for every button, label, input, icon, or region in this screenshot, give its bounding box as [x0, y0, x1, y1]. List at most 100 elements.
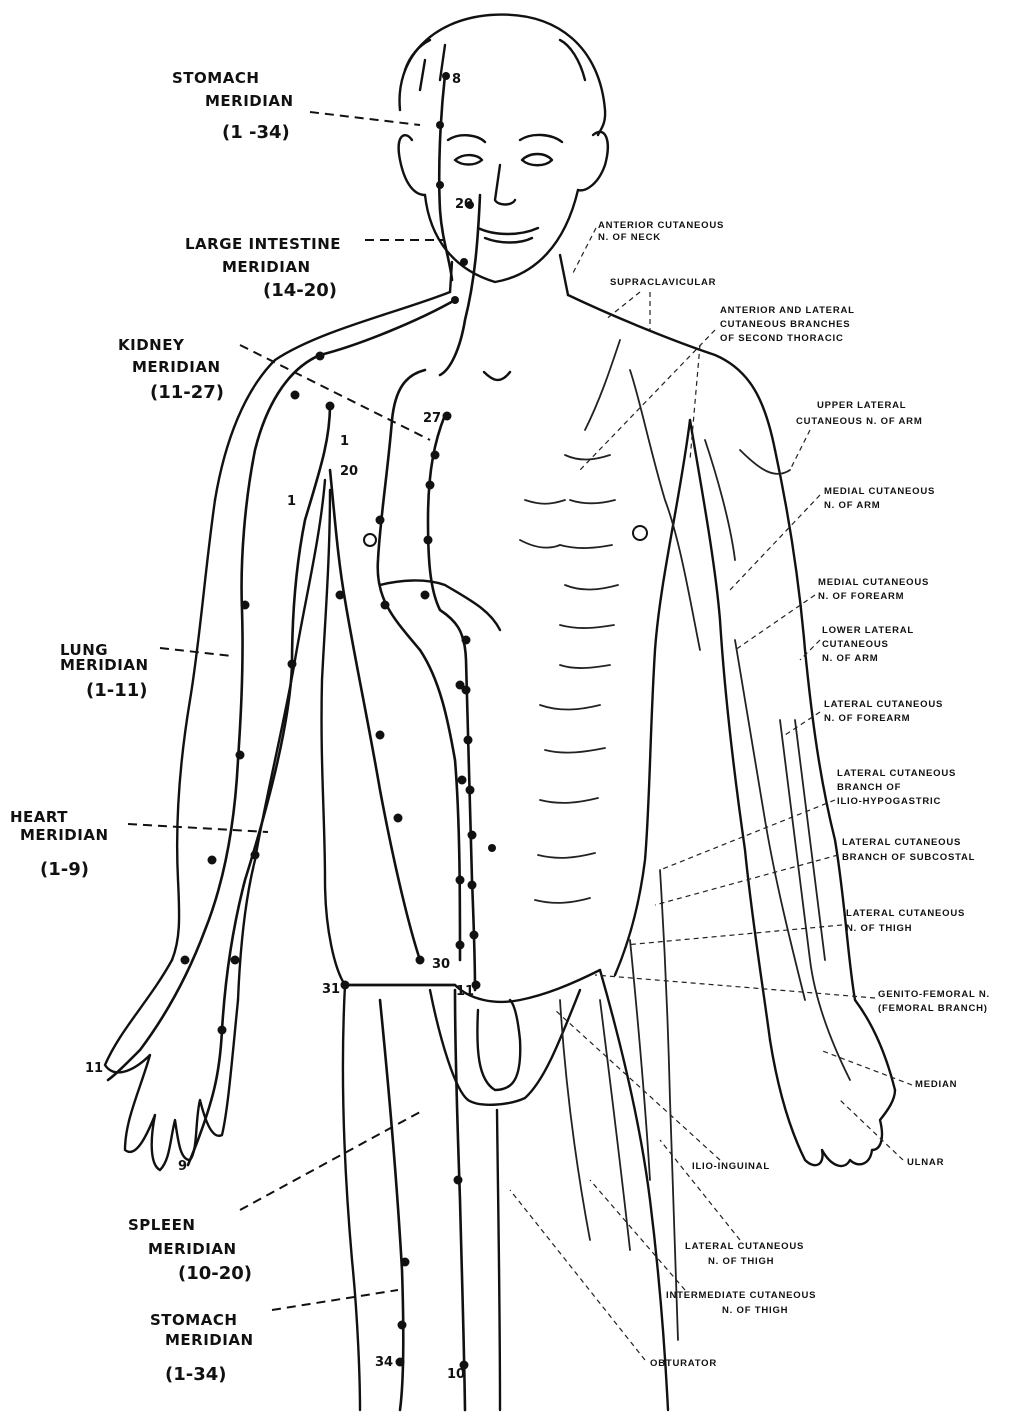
spleen-line1: SPLEEN	[128, 1216, 195, 1234]
ilio-hypogastric-2: BRANCH OF	[837, 782, 901, 793]
point-number-31: 31	[322, 982, 340, 997]
ulnar-1: ULNAR	[907, 1157, 944, 1168]
kidney-line2: MERIDIAN	[132, 358, 221, 376]
subcostal-2: BRANCH OF SUBCOSTAL	[842, 852, 975, 863]
hair-outline	[400, 15, 606, 135]
obturator-1: OBTURATOR	[650, 1358, 717, 1369]
nose	[495, 165, 515, 205]
lat-thigh-lower-leader	[660, 1140, 740, 1240]
large-intestine-range: (14-20)	[263, 280, 337, 301]
medial-forearm-1: MEDIAL CUTANEOUS	[818, 577, 929, 588]
stomach-meridian-top-line2: MERIDIAN	[205, 92, 294, 110]
right-nipple	[633, 526, 647, 540]
medial-arm-2: N. OF ARM	[824, 500, 880, 511]
lower-lat-arm-1: LOWER LATERAL	[822, 625, 914, 636]
body-outline	[105, 15, 895, 1410]
intercostal-nerve-branches	[520, 340, 850, 1340]
lower-lat-arm-3: N. OF ARM	[822, 653, 878, 664]
point-number-11: 11	[456, 984, 474, 999]
lat-thigh-lower-1: LATERAL CUTANEOUS	[685, 1241, 804, 1252]
medial-arm-1: MEDIAL CUTANEOUS	[824, 486, 935, 497]
ilio-hypogastric-3: ILIO-HYPOGASTRIC	[837, 796, 941, 807]
right-ear	[578, 132, 608, 190]
heart-leader	[128, 824, 268, 832]
ant-lat-thoracic-3: OF SECOND THORACIC	[720, 333, 844, 344]
spleen-meridian-leg	[455, 990, 465, 1410]
right-arm-inner	[690, 420, 770, 1040]
point-number-9: 9	[178, 1159, 187, 1174]
intermediate-thigh-leader	[590, 1180, 685, 1290]
inner-leg-line	[497, 1110, 500, 1410]
stomach-bottom-line1: STOMACH	[150, 1311, 237, 1329]
kidney-range: (11-27)	[150, 382, 224, 403]
ant-lat-thoracic-1: ANTERIOR AND LATERAL	[720, 305, 855, 316]
genito-femoral-1: GENITO-FEMORAL N.	[878, 989, 990, 1000]
upper-lat-arm-2: CUTANEOUS N. OF ARM	[796, 416, 923, 427]
ilio-hypogastric-1: LATERAL CUTANEOUS	[837, 768, 956, 779]
intermediate-thigh-1: INTERMEDIATE CUTANEOUS	[666, 1290, 816, 1301]
supraclavicular-1: SUPRACLAVICULAR	[610, 277, 716, 288]
point-number-1: 1	[340, 434, 349, 449]
ant-cut-neck-leader	[572, 228, 596, 275]
ilio-inguinal-leader	[555, 1010, 720, 1160]
medial-forearm-2: N. OF FOREARM	[818, 591, 904, 602]
point-number-30: 30	[432, 957, 450, 972]
left-leg-outer	[343, 985, 360, 1410]
upper-lat-arm-leader	[790, 430, 810, 470]
point-number-11-hand: 11	[85, 1061, 103, 1076]
heart-meridian	[188, 405, 330, 1165]
lat-thigh-upper-2: N. OF THIGH	[846, 923, 912, 934]
eyebrows	[448, 135, 562, 142]
subcostal-1: LATERAL CUTANEOUS	[842, 837, 961, 848]
lung-meridian	[108, 300, 455, 1080]
stomach-top-leader	[310, 112, 420, 125]
left-nipple	[364, 534, 376, 546]
spleen-line2: MERIDIAN	[148, 1240, 237, 1258]
upper-lat-arm-1: UPPER LATERAL	[817, 400, 906, 411]
median-1: MEDIAN	[915, 1079, 957, 1090]
kidney-line1: KIDNEY	[118, 336, 185, 354]
medial-arm-leader	[730, 495, 820, 590]
kidney-leader	[240, 345, 430, 440]
genito-femoral-leader	[595, 975, 875, 998]
lung-range: (1-11)	[86, 680, 148, 701]
inner-rib-lines	[520, 500, 565, 548]
right-leg-outer	[600, 970, 668, 1410]
torso-left-side	[322, 490, 345, 985]
point-number-10: 10	[447, 1367, 465, 1382]
stomach-meridian-top-range: (1 -34)	[222, 122, 290, 143]
obturator-leader	[510, 1190, 645, 1360]
large-intestine-line2: MERIDIAN	[222, 258, 311, 276]
mouth	[478, 228, 538, 243]
stomach-meridian-leg	[380, 1000, 403, 1410]
ant-lat-thoracic-2: CUTANEOUS BRANCHES	[720, 319, 850, 330]
torso-right-side	[615, 420, 690, 975]
heart-range: (1-9)	[40, 859, 89, 880]
lower-lat-arm-leader	[800, 640, 820, 660]
large-intestine-meridian	[440, 195, 480, 375]
lower-lat-arm-2: CUTANEOUS	[822, 639, 889, 650]
stomach-meridian-head	[439, 75, 452, 280]
right-hand	[770, 1040, 895, 1166]
navel	[488, 844, 496, 852]
point-number-20-head: 20	[455, 197, 473, 212]
stomach-meridian-torso	[378, 370, 460, 960]
point-number-20: 20	[340, 464, 358, 479]
point-number-8: 8	[452, 72, 461, 87]
stomach-bottom-leader	[272, 1290, 398, 1310]
lung-line2: MERIDIAN	[60, 656, 149, 674]
hair-strands	[405, 40, 585, 90]
spleen-range: (10-20)	[178, 1263, 252, 1284]
rib-nerve-lines	[535, 455, 618, 903]
lat-thigh-upper-leader	[625, 925, 842, 945]
heart-line1: HEART	[10, 808, 68, 826]
stomach-bottom-line2: MERIDIAN	[165, 1331, 254, 1349]
lat-thigh-lower-2: N. OF THIGH	[708, 1256, 774, 1267]
heart-line2: MERIDIAN	[20, 826, 109, 844]
left-ear	[399, 135, 425, 195]
sternal-notch	[484, 372, 510, 380]
chest-nerve-trunks	[585, 340, 700, 650]
stomach-meridian-top-line1: STOMACH	[172, 69, 259, 87]
